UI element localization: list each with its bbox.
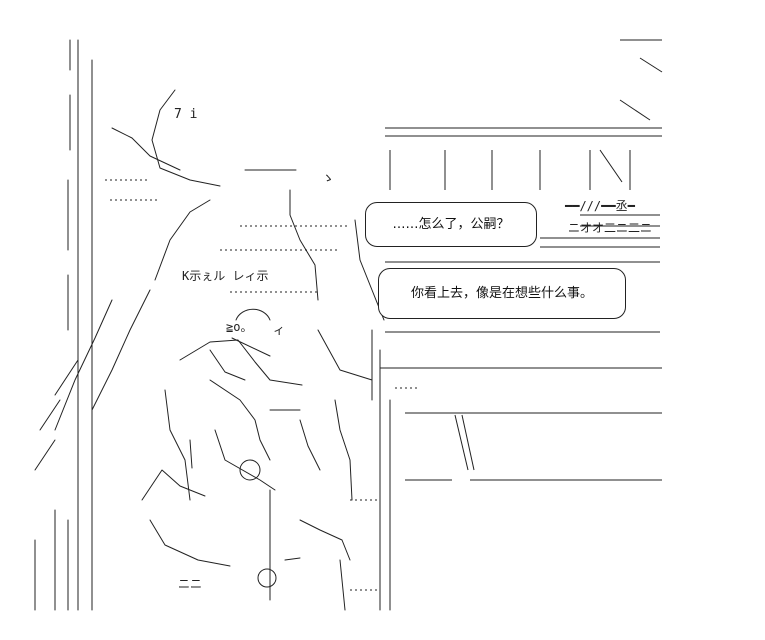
ascii-hand-text: K示ぇル レィ示 bbox=[182, 269, 269, 283]
speech-text-1: ……怎么了，公嗣？ bbox=[392, 217, 510, 232]
ascii-mark-2: ィ bbox=[273, 323, 286, 337]
speech-text-2: 你看上去，像是在想些什么事。 bbox=[410, 286, 593, 301]
ascii-mark-1: ≧o。 bbox=[226, 320, 253, 334]
ascii-mark-3: ゝ bbox=[322, 171, 335, 185]
speech-bubble-2: 你看上去，像是在想些什么事。 bbox=[378, 268, 626, 319]
speech-bubble-1: ……怎么了，公嗣？ bbox=[365, 202, 537, 247]
ascii-sign-upper: ニオオ二ニ二ニ bbox=[568, 221, 653, 235]
ascii-sign-small: ━━///━━丞━ bbox=[565, 199, 635, 213]
ascii-glyph-top-left: 7 i bbox=[174, 107, 198, 122]
ascii-foot-text: ニニ bbox=[178, 577, 203, 591]
